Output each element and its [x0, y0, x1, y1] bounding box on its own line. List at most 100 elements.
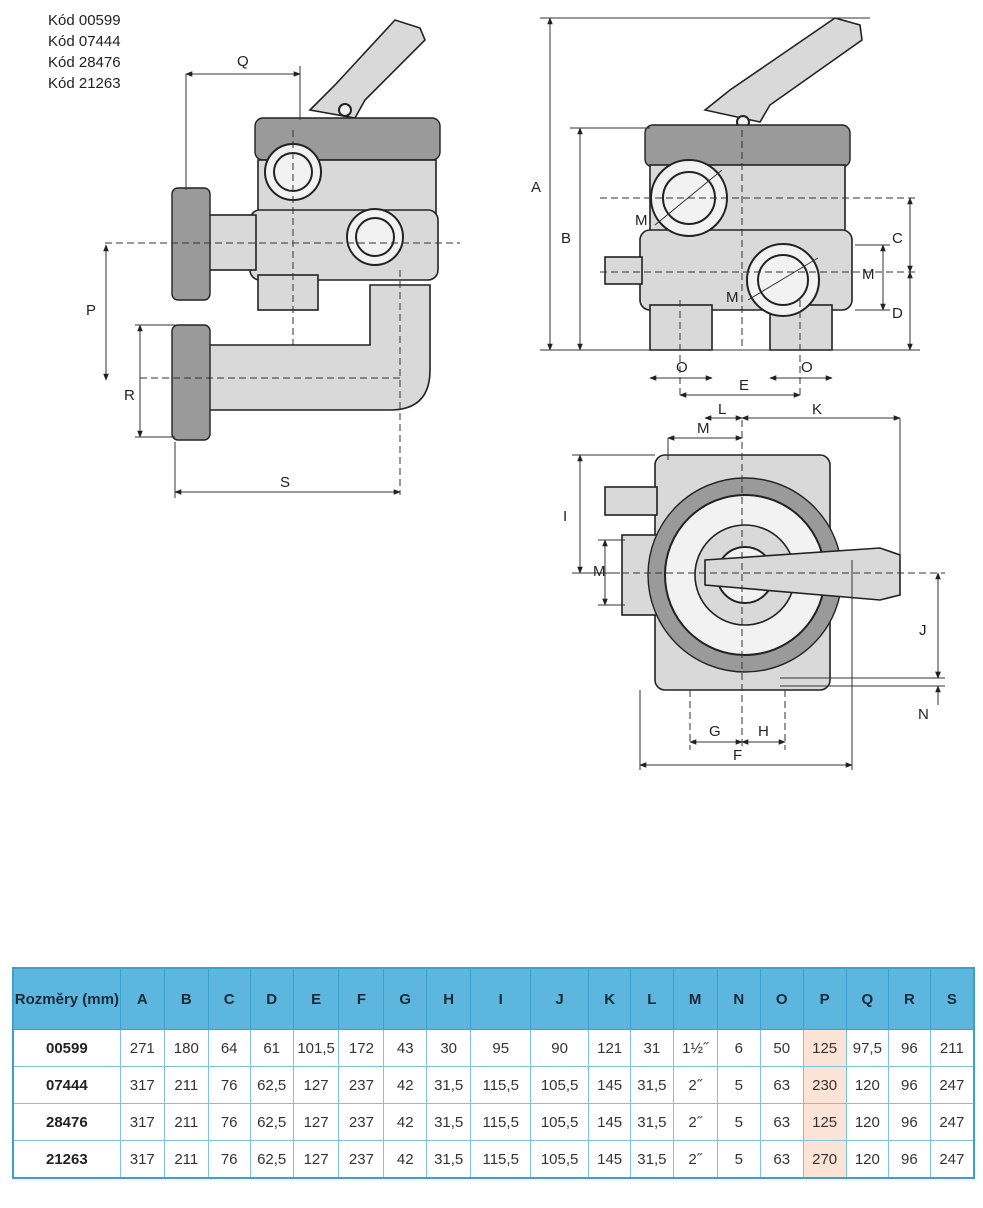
product-codes: Kód 00599 Kód 07444 Kód 28476 Kód 21263 — [48, 12, 121, 92]
dim-label-m: M — [862, 266, 875, 283]
cell-f: 172 — [338, 1029, 385, 1067]
cell-i: 115,5 — [470, 1140, 532, 1179]
cell-p: 230 — [802, 1066, 847, 1104]
cell-h: 31,5 — [426, 1066, 472, 1104]
column-header-m: M — [672, 967, 718, 1030]
cell-j: 105,5 — [530, 1103, 590, 1141]
cell-m: 1½˝ — [672, 1029, 718, 1067]
cell-a: 317 — [119, 1103, 165, 1141]
dim-label-n: N — [918, 706, 929, 723]
union-nut-top — [171, 187, 211, 301]
cell-n: 5 — [716, 1066, 761, 1104]
cell-p: 125 — [802, 1029, 847, 1067]
cell-d: 62,5 — [249, 1103, 294, 1141]
cell-c: 76 — [207, 1103, 251, 1141]
cell-q: 120 — [845, 1140, 890, 1179]
column-header-q: Q — [845, 967, 890, 1030]
cell-r: 96 — [888, 1066, 931, 1104]
cell-o: 63 — [759, 1103, 804, 1141]
elbow-pipe — [207, 284, 431, 411]
cell-g: 42 — [383, 1066, 428, 1104]
valve-handle — [704, 547, 901, 601]
dim-label-p: P — [86, 302, 96, 319]
valve-leg — [257, 274, 319, 311]
column-header-l: L — [630, 967, 674, 1030]
column-header-c: C — [207, 967, 251, 1030]
cell-m: 2˝ — [672, 1140, 718, 1179]
cell-k: 145 — [588, 1103, 632, 1141]
cell-j: 105,5 — [530, 1066, 590, 1104]
cell-k: 121 — [588, 1029, 632, 1067]
dim-label-c: C — [892, 230, 903, 247]
cell-m: 2˝ — [672, 1066, 718, 1104]
cell-f: 237 — [338, 1140, 385, 1179]
dim-label-s: S — [280, 474, 290, 491]
cell-i: 115,5 — [470, 1103, 532, 1141]
port-inner — [757, 254, 809, 306]
cell-b: 211 — [163, 1066, 209, 1104]
row-code: 21263 — [12, 1140, 121, 1179]
side-nub — [604, 256, 643, 285]
column-header-j: J — [530, 967, 590, 1030]
cell-l: 31 — [630, 1029, 674, 1067]
cell-o: 63 — [759, 1066, 804, 1104]
dim-label-d: D — [892, 305, 903, 322]
dim-label-m: M — [593, 563, 606, 580]
dim-label-h: H — [758, 723, 769, 740]
valve-technical-drawing: Kód 00599 Kód 07444 Kód 28476 Kód 21263 — [48, 12, 945, 770]
row-code: 07444 — [12, 1066, 121, 1104]
valve-cap — [644, 124, 851, 168]
cell-a: 317 — [119, 1140, 165, 1179]
cell-g: 43 — [383, 1029, 428, 1067]
valve-lower-body — [639, 229, 853, 311]
dim-label-q: Q — [237, 53, 249, 70]
cell-q: 120 — [845, 1103, 890, 1141]
product-code: Kód 28476 — [48, 54, 121, 71]
cell-d: 61 — [249, 1029, 294, 1067]
cell-g: 42 — [383, 1140, 428, 1179]
column-header-f: F — [338, 967, 385, 1030]
valve-lower-body — [249, 209, 439, 281]
column-header-k: K — [588, 967, 632, 1030]
cell-k: 145 — [588, 1140, 632, 1179]
cell-p: 270 — [802, 1140, 847, 1179]
cell-c: 76 — [207, 1140, 251, 1179]
row-code: 28476 — [12, 1103, 121, 1141]
column-header-d: D — [249, 967, 294, 1030]
dim-label-k: K — [812, 401, 822, 418]
cell-r: 96 — [888, 1103, 931, 1141]
dim-label-m: M — [726, 289, 739, 306]
cell-f: 237 — [338, 1103, 385, 1141]
cell-f: 237 — [338, 1066, 385, 1104]
cell-o: 50 — [759, 1029, 804, 1067]
cell-j: 90 — [530, 1029, 590, 1067]
product-code: Kód 21263 — [48, 75, 121, 92]
column-header-s: S — [929, 967, 975, 1030]
cell-j: 105,5 — [530, 1140, 590, 1179]
column-header-e: E — [292, 967, 340, 1030]
cell-n: 6 — [716, 1029, 761, 1067]
cell-h: 30 — [426, 1029, 472, 1067]
dim-label-m: M — [697, 420, 710, 437]
dim-label-a: A — [531, 179, 541, 196]
dim-label-o: O — [676, 359, 688, 376]
cell-s: 247 — [929, 1140, 975, 1179]
cell-e: 127 — [292, 1140, 340, 1179]
dim-label-r: R — [124, 387, 135, 404]
dim-label-g: G — [709, 723, 721, 740]
cell-l: 31,5 — [630, 1103, 674, 1141]
cell-l: 31,5 — [630, 1140, 674, 1179]
column-header-p: P — [802, 967, 847, 1030]
cell-q: 120 — [845, 1066, 890, 1104]
cell-c: 64 — [207, 1029, 251, 1067]
cell-b: 180 — [163, 1029, 209, 1067]
cell-q: 97,5 — [845, 1029, 890, 1067]
dim-label-e: E — [739, 377, 749, 394]
top-view: L K M I M J N G H F — [563, 401, 945, 770]
valve-handle — [308, 19, 426, 119]
cell-a: 317 — [119, 1066, 165, 1104]
dim-label-j: J — [919, 622, 927, 639]
